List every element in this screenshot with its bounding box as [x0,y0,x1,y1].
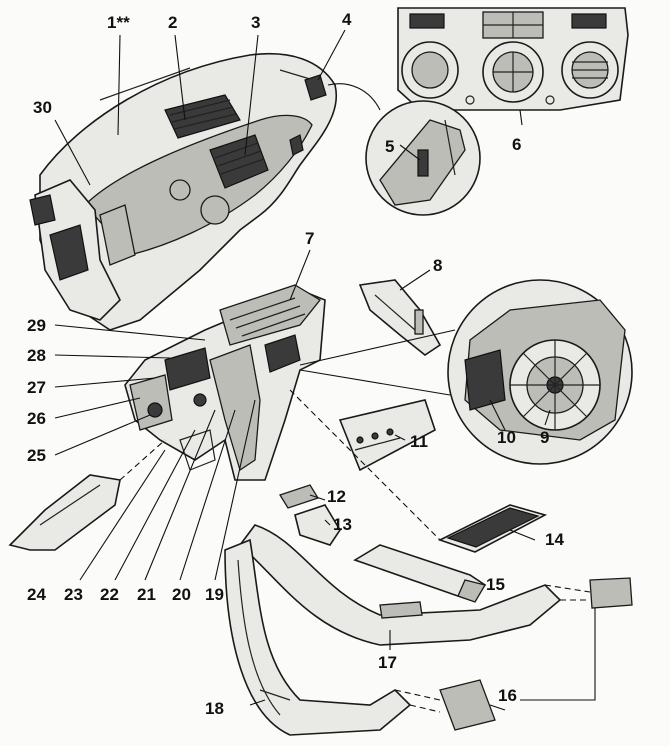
callout-5: 5 [385,137,394,156]
pollen-filter-14 [289,389,548,553]
callout-17: 17 [378,653,397,672]
rear-duct-end-right [544,577,633,609]
callout-22: 22 [100,585,119,604]
duct-part-13 [294,504,341,546]
floor-duct-18 [224,538,412,736]
callout-25: 25 [27,446,46,465]
duct-part-8 [358,279,442,356]
callout-4: 4 [342,10,352,29]
callout-7: 7 [305,229,314,248]
callout-27: 27 [27,378,46,397]
callout-19: 19 [205,585,224,604]
callout-24: 24 [27,585,46,604]
leader-lines [54,29,596,711]
callout-26: 26 [27,409,46,428]
callout-3: 3 [251,13,260,32]
callout-1: 1** [107,13,130,32]
left-duct-24 [8,439,166,551]
duct-part-12 [279,484,319,509]
callout-21: 21 [137,585,156,604]
callout-8: 8 [433,256,442,275]
callout-labels: 1** 2 3 4 5 6 7 8 9 10 11 12 13 14 15 16… [27,10,564,718]
bracket-part-11 [338,399,436,472]
climate-control-panel [397,7,629,111]
callout-12: 12 [327,487,346,506]
callout-2: 2 [168,13,177,32]
dashboard-left-side [29,179,136,321]
callout-28: 28 [27,346,46,365]
heater-box [124,284,326,481]
floor-duct-15 [353,544,487,603]
callout-14: 14 [545,530,564,549]
rear-duct-end-16 [394,679,496,731]
callout-23: 23 [64,585,83,604]
callout-11: 11 [410,432,428,451]
blower-zoom [299,279,633,465]
callout-29: 29 [27,316,46,335]
callout-10: 10 [497,428,516,447]
callout-13: 13 [333,515,352,534]
callout-16: 16 [498,686,517,705]
zoom-detail-5 [327,83,481,216]
callout-9: 9 [540,428,549,447]
callout-30: 30 [33,98,52,117]
callout-20: 20 [172,585,191,604]
callout-15: 15 [486,575,505,594]
floor-duct-17 [238,524,562,646]
callout-6: 6 [512,135,521,154]
callout-18: 18 [205,699,224,718]
